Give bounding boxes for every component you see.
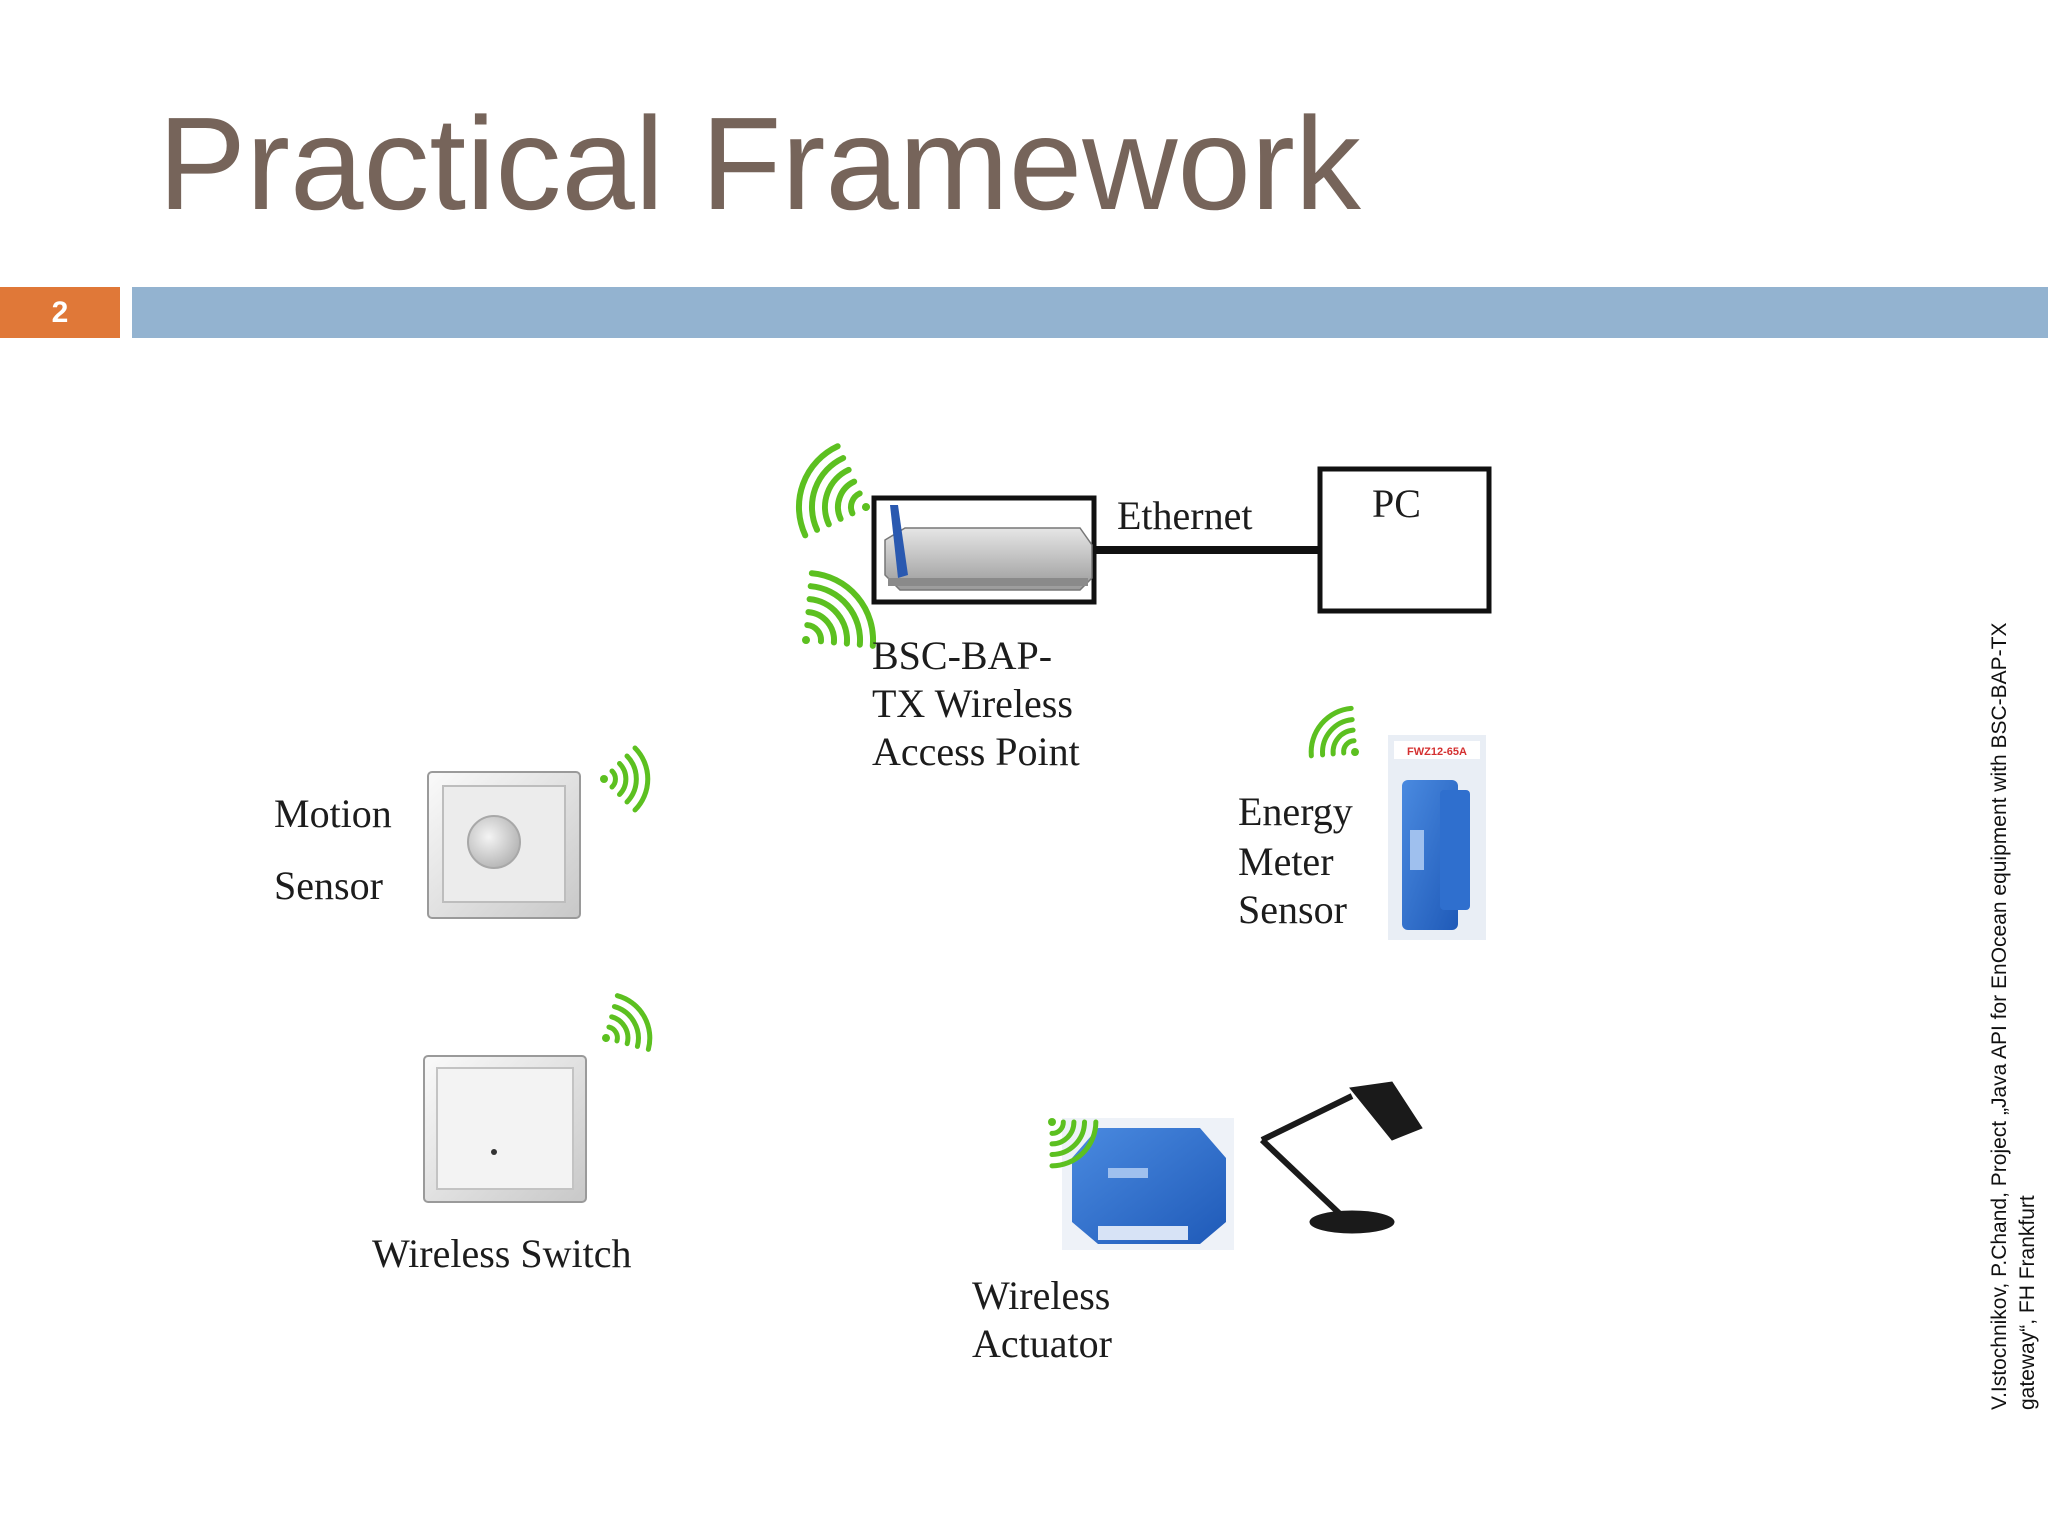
source-credit: V.Istochnikov, P.Chand, Project „Java AP… <box>1988 622 2039 1411</box>
signal-waves-wireless-switch-icon <box>602 993 653 1052</box>
signal-waves-energy-meter-icon <box>1308 705 1359 759</box>
signal-waves-motion-sensor-icon <box>600 745 651 813</box>
signal-waves-access-point-lower-icon <box>802 570 877 649</box>
motion-sensor-device <box>427 771 581 919</box>
access-point-device <box>871 495 1097 605</box>
pc-label: PC <box>1372 481 1421 526</box>
wireless-actuator-label-line: Wireless <box>972 1273 1111 1318</box>
wireless-actuator-label-line: Actuator <box>972 1321 1112 1366</box>
ethernet-label: Ethernet <box>1117 493 1253 538</box>
wireless-switch-label: Wireless Switch <box>372 1231 632 1276</box>
energy-meter-label-line: Energy <box>1238 789 1353 834</box>
energy-meter-device-text: FWZ12-65A <box>1407 746 1467 758</box>
lamp-icon <box>1259 1081 1423 1234</box>
access-point-label-line: BSC-BAP- <box>872 633 1053 678</box>
access-point-label-line: TX Wireless <box>872 681 1073 726</box>
motion-sensor-label-line: Sensor <box>274 863 383 908</box>
title-bar <box>132 287 2048 338</box>
access-point-label-line: Access Point <box>872 729 1080 774</box>
wireless-switch-device <box>423 1055 587 1203</box>
energy-meter-device <box>1388 735 1486 940</box>
slide-title: Practical Framework <box>158 90 1361 237</box>
pc-box <box>1317 466 1492 614</box>
signal-waves-access-point-upper-icon <box>796 443 870 539</box>
motion-sensor-label-line: Motion <box>274 791 392 836</box>
wireless-actuator-device <box>1062 1118 1234 1250</box>
slide-number: 2 <box>0 287 120 338</box>
signal-waves-actuator-icon <box>1048 1118 1099 1169</box>
energy-meter-label-line: Meter <box>1238 839 1334 884</box>
energy-meter-label-line: Sensor <box>1238 887 1347 932</box>
